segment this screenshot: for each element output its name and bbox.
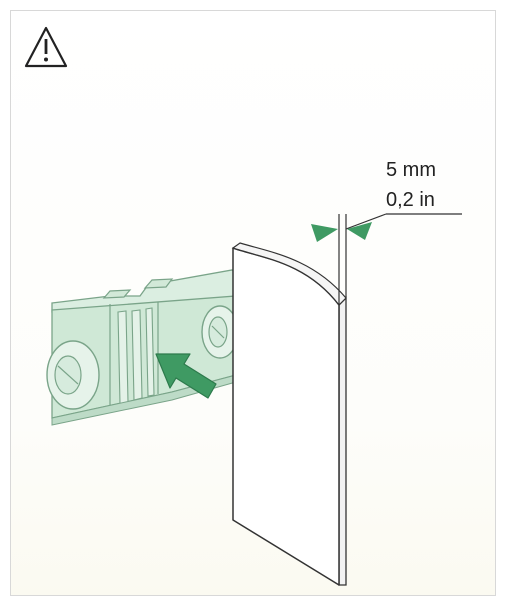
dimension-mm-label: 5 mm — [386, 159, 436, 181]
warning-triangle-icon — [24, 26, 68, 68]
insert-arrow-icon — [155, 353, 217, 399]
dimension-arrow-right-icon — [347, 222, 372, 240]
thickness-dimension: 5 mm 0,2 in — [311, 159, 462, 304]
barrier-plate — [231, 242, 347, 586]
dimension-arrow-left-icon — [311, 224, 338, 242]
terminal-block — [46, 269, 239, 426]
dimension-inch-label: 0,2 in — [386, 189, 435, 211]
